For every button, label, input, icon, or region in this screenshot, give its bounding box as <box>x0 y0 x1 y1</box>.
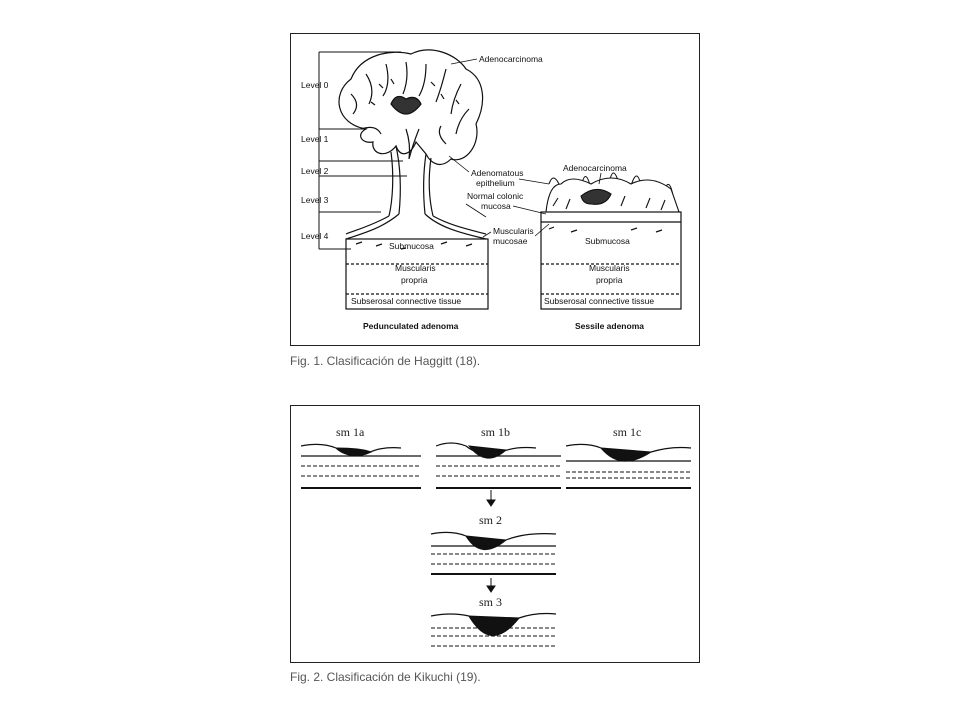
level-1-label: Level 1 <box>301 134 329 144</box>
sm1c-diagram <box>566 444 691 488</box>
sm3-diagram <box>431 614 556 647</box>
muscularis-left-label: Muscularis <box>395 263 436 273</box>
pedunculated-polyp-head <box>339 50 483 164</box>
propria-left-label: propria <box>401 275 428 285</box>
adenocarcinoma-right-label: Adenocarcinoma <box>563 163 627 173</box>
sm1a-label: sm 1a <box>336 425 365 439</box>
sm1c-label: sm 1c <box>613 425 641 439</box>
sessile-base <box>541 212 681 309</box>
sm1b-diagram <box>436 443 561 506</box>
normal-colonic-label: Normal colonic <box>467 191 524 201</box>
sm1a-diagram <box>301 444 421 488</box>
sm3-label: sm 3 <box>479 595 502 609</box>
muscularis-mucosae-label-1: Muscularis <box>493 226 534 236</box>
haggitt-diagram: Level 0 Level 1 Level 2 Level 3 Level 4 … <box>291 34 699 345</box>
subserosal-right-label: Subserosal connective tissue <box>544 296 654 306</box>
sm2-diagram <box>431 532 556 592</box>
submucosa-right-label: Submucosa <box>585 236 630 246</box>
pedunculated-title: Pedunculated adenoma <box>363 321 459 331</box>
subserosal-left-label: Subserosal connective tissue <box>351 296 461 306</box>
level-2-label: Level 2 <box>301 166 329 176</box>
figure2-caption: Fig. 2. Clasificación de Kikuchi (19). <box>290 670 481 684</box>
figure1-caption: Fig. 1. Clasificación de Haggitt (18). <box>290 354 480 368</box>
sm1b-label: sm 1b <box>481 425 510 439</box>
adenocarcinoma-left-label: Adenocarcinoma <box>479 54 543 64</box>
sessile-title: Sessile adenoma <box>575 321 644 331</box>
level-4-label: Level 4 <box>301 231 329 241</box>
sm2-label: sm 2 <box>479 513 502 527</box>
propria-right-label: propria <box>596 275 623 285</box>
muscularis-mucosae-label-2: mucosae <box>493 236 528 246</box>
submucosa-left-label: Submucosa <box>389 241 434 251</box>
haggitt-figure: Level 0 Level 1 Level 2 Level 3 Level 4 … <box>290 33 700 346</box>
mucosa-label: mucosa <box>481 201 511 211</box>
kikuchi-figure: sm 1a sm 1b sm 1c sm 2 <box>290 405 700 663</box>
muscularis-right-label: Muscularis <box>589 263 630 273</box>
level-0-label: Level 0 <box>301 80 329 90</box>
adenomatous-label: Adenomatous <box>471 168 523 178</box>
epithelium-label: epithelium <box>476 178 515 188</box>
kikuchi-diagram: sm 1a sm 1b sm 1c sm 2 <box>291 406 699 662</box>
sessile-polyp <box>546 173 679 212</box>
level-3-label: Level 3 <box>301 195 329 205</box>
